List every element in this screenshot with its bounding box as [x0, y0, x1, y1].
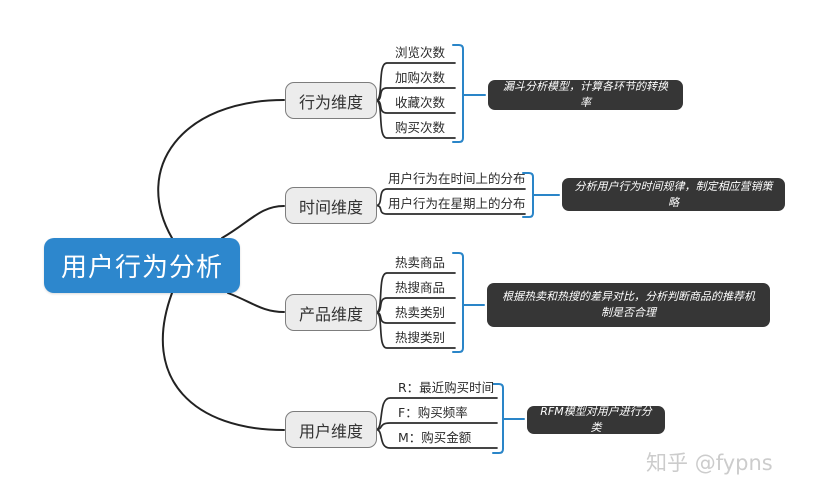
watermark-brand: 知乎 [646, 451, 688, 475]
connector-root-behavior [157, 99, 285, 239]
note-callout-time[interactable]: 分析用户行为时间规律，制定相应营销策略 [562, 178, 785, 211]
connector-user-leaf [375, 428, 498, 449]
leaf-topic[interactable]: M：购买金额 [398, 430, 472, 445]
summary-bracket-behavior [452, 44, 486, 143]
root-topic[interactable]: 用户行为分析 [44, 238, 240, 293]
branch-topic-time[interactable]: 时间维度 [285, 187, 377, 224]
leaf-topic[interactable]: 购买次数 [394, 120, 445, 135]
watermark: 知乎 @fypns [646, 447, 773, 477]
connector-product-leaf [375, 311, 456, 349]
leaf-topic[interactable]: 热卖类别 [394, 305, 445, 320]
leaf-topic[interactable]: F：购买频率 [398, 405, 468, 420]
connector-time-leaf [375, 188, 526, 207]
branch-topic-product[interactable]: 产品维度 [285, 294, 377, 331]
leaf-topic[interactable]: 热搜类别 [394, 330, 445, 345]
leaf-topic[interactable]: 收藏次数 [394, 95, 445, 110]
leaf-topic[interactable]: 浏览次数 [394, 45, 445, 60]
branch-topic-user[interactable]: 用户维度 [285, 411, 377, 448]
connector-time-leaf [375, 204, 526, 215]
leaf-topic[interactable]: 加购次数 [394, 70, 445, 85]
connector-behavior-leaf [375, 99, 456, 139]
summary-bracket-time [522, 172, 560, 218]
note-callout-product[interactable]: 根据热卖和热搜的差异对比，分析判断商品的推荐机制是否合理 [487, 283, 770, 327]
watermark-handle: @fypns [694, 451, 773, 475]
connector-root-user [161, 292, 285, 431]
leaf-topic[interactable]: 热卖商品 [394, 255, 445, 270]
connector-root-time [221, 205, 285, 239]
summary-bracket-user [492, 383, 525, 454]
leaf-topic[interactable]: R：最近购买时间 [398, 380, 495, 395]
note-callout-user[interactable]: RFM模型对用户进行分类 [527, 405, 665, 434]
leaf-topic[interactable]: 用户行为在星期上的分布 [388, 196, 526, 211]
summary-bracket-product [452, 252, 485, 353]
branch-topic-behavior[interactable]: 行为维度 [285, 82, 377, 119]
connector-root-product [227, 292, 285, 313]
leaf-topic[interactable]: 热搜商品 [394, 280, 445, 295]
connector-product-leaf [375, 272, 456, 314]
connector-behavior-leaf [375, 62, 456, 102]
note-callout-behavior[interactable]: 漏斗分析模型，计算各环节的转换率 [488, 80, 683, 110]
leaf-topic[interactable]: 用户行为在时间上的分布 [388, 171, 526, 186]
